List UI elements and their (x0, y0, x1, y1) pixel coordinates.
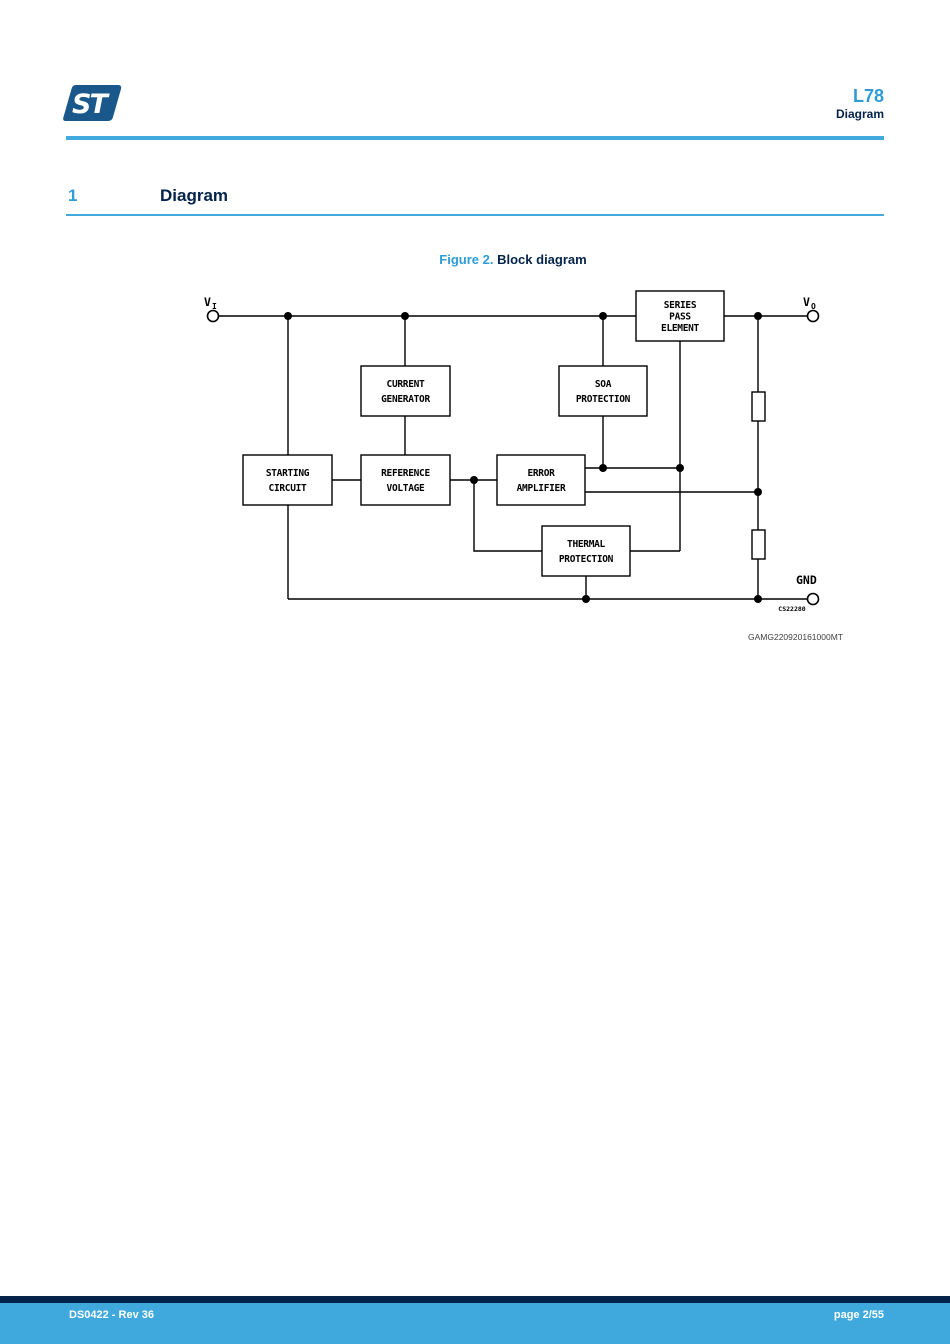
header-section-name: Diagram (835, 107, 884, 121)
block-reference-voltage-label: VOLTAGE (387, 483, 426, 494)
figure-title: Block diagram (497, 252, 587, 267)
figure-label: Figure 2. (439, 252, 494, 267)
footer-navy-stripe (0, 1296, 950, 1303)
diagram-code-label: CS22280 (778, 605, 805, 613)
junction-dot (754, 312, 762, 320)
block-current-generator-label: CURRENT (387, 379, 426, 390)
section-number: 1 (68, 186, 78, 205)
block-reference-voltage (360, 454, 451, 506)
resistor-upper (751, 391, 766, 422)
junction-dot (284, 312, 292, 320)
junction-dot (470, 476, 478, 484)
block-error-amplifier-label: ERROR (527, 468, 555, 479)
block-soa-protection-label: PROTECTION (576, 394, 631, 405)
vo-terminal-label-sub: O (811, 302, 816, 311)
vi-terminal-label-sub: I (212, 302, 217, 311)
block-starting-circuit-label: STARTING (266, 468, 310, 479)
block-thermal-protection-label: PROTECTION (559, 554, 614, 565)
junction-dot (599, 464, 607, 472)
block-thermal-protection (541, 525, 631, 577)
junction-dot (599, 312, 607, 320)
block-error-amplifier-label: AMPLIFIER (517, 483, 566, 494)
vi-terminal (206, 309, 220, 323)
junction-dot (582, 595, 590, 603)
block-error-amplifier (496, 454, 586, 506)
figure-caption: Figure 2. Block diagram (439, 252, 586, 267)
wire (473, 480, 542, 552)
junction-dot (754, 488, 762, 496)
block-thermal-protection-label: THERMAL (567, 539, 606, 550)
footer-doc-rev: DS0422 - Rev 36 (69, 1309, 154, 1321)
vi-terminal-label: V (204, 295, 211, 309)
svg-text:ST: ST (72, 89, 110, 120)
block-soa-protection (558, 365, 648, 417)
block-reference-voltage-label: REFERENCE (381, 468, 430, 479)
header-rule (66, 136, 884, 140)
footer-bar (0, 1303, 950, 1344)
gnd-terminal-label: GND (796, 573, 817, 587)
section-title: Diagram (160, 186, 229, 205)
block-series-pass-element-label: PASS (669, 312, 691, 323)
footer-page-number: page 2/55 (833, 1309, 884, 1321)
block-series-pass-element (635, 290, 725, 342)
junction-dot (754, 595, 762, 603)
block-current-generator-label: GENERATOR (381, 394, 430, 405)
junction-dot (401, 312, 409, 320)
block-soa-protection-label: SOA (595, 379, 612, 390)
junction-dot (676, 464, 684, 472)
block-starting-circuit (242, 454, 333, 506)
diagram-watermark: GAMG220920161000MT (748, 632, 843, 642)
st-logo: ST (63, 85, 122, 121)
gnd-terminal (806, 592, 820, 606)
product-name: L78 (852, 86, 884, 106)
header-right: L78 Diagram (836, 86, 884, 122)
block-current-generator (360, 365, 451, 417)
vo-terminal (806, 309, 820, 323)
resistor-lower (751, 529, 766, 560)
block-starting-circuit-label: CIRCUIT (269, 483, 308, 494)
section-rule (66, 214, 884, 216)
block-series-pass-element-label: ELEMENT (661, 323, 700, 334)
block-series-pass-element-label: SERIES (664, 300, 697, 311)
vo-terminal-label: V (803, 295, 810, 309)
